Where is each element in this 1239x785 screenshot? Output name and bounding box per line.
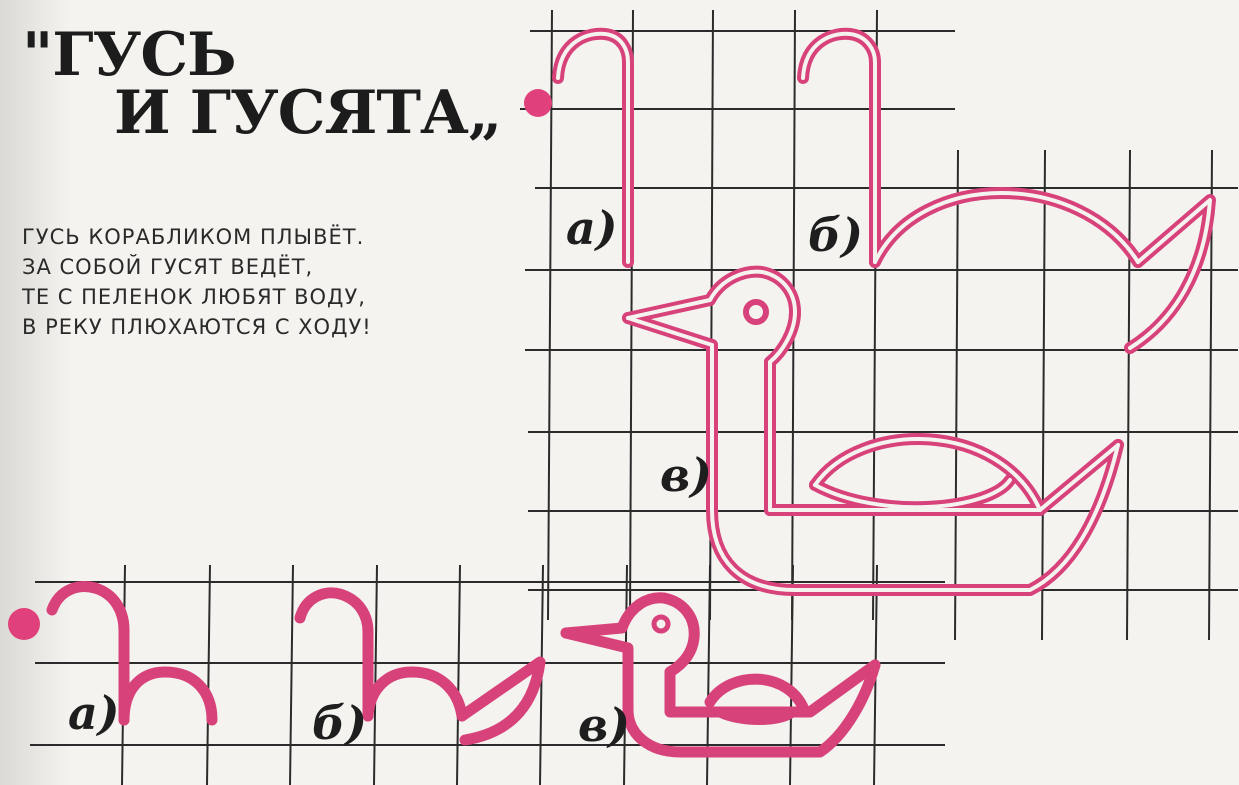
- large-step-v-label: в): [660, 452, 712, 498]
- poem-line: ТЕ С ПЕЛЕНОК ЛЮБЯТ ВОДУ,: [22, 282, 372, 312]
- pink-dot-icon: [8, 608, 40, 640]
- title-line-2: И ГУСЯТА„: [22, 84, 501, 142]
- goose-step-b-drawing: [803, 34, 1210, 348]
- gosling-eye-icon: [654, 617, 668, 631]
- large-step-b-label: б): [808, 212, 863, 258]
- poem-line: В РЕКУ ПЛЮХАЮТСЯ С ХОДУ!: [22, 312, 372, 342]
- small-step-v-label: в): [578, 702, 630, 748]
- poem-line: ГУСЬ КОРАБЛИКОМ ПЛЫВЁТ.: [22, 222, 372, 252]
- poem: ГУСЬ КОРАБЛИКОМ ПЛЫВЁТ. ЗА СОБОЙ ГУСЯТ В…: [22, 222, 372, 342]
- large-step-a-label: а): [566, 205, 618, 251]
- goose-eye-icon: [746, 302, 766, 322]
- small-step-b-label: б): [312, 700, 367, 746]
- title-line-1: "ГУСЬ: [22, 26, 501, 84]
- page-title: "ГУСЬ И ГУСЯТА„: [22, 26, 501, 142]
- pink-dot-icon: [524, 89, 552, 117]
- poem-line: ЗА СОБОЙ ГУСЯТ ВЕДЁТ,: [22, 252, 372, 282]
- small-step-a-label: а): [68, 690, 120, 736]
